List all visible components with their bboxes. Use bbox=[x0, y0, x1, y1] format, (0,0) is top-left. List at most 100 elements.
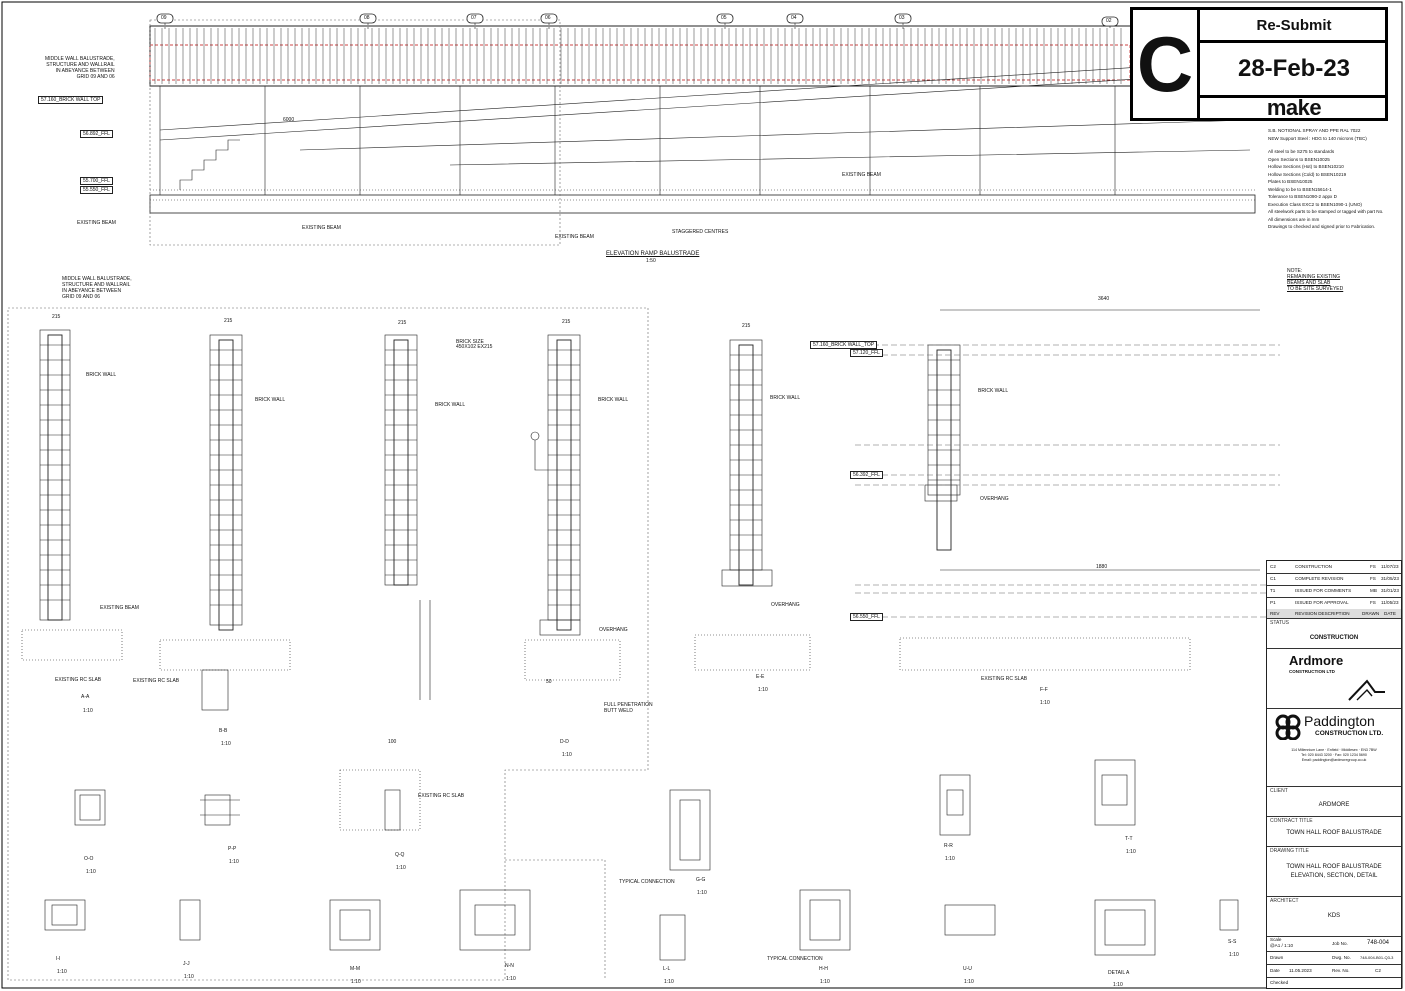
label-existing-beam: EXISTING BEAM bbox=[100, 605, 139, 611]
meta-row: Checked bbox=[1267, 977, 1401, 988]
date-label: Date bbox=[1270, 968, 1280, 973]
note-line: NEW Support Steel : HDG to 140 microns (… bbox=[1268, 135, 1367, 141]
rev-no-label: Rev. No. bbox=[1332, 968, 1350, 973]
label-existing-beam: EXISTING BEAM bbox=[302, 225, 341, 231]
section-title: P-P bbox=[228, 846, 237, 852]
section-scale: 1:10 bbox=[758, 687, 768, 693]
revision-stamp: C Re-Submit 28-Feb-23 make bbox=[1130, 7, 1388, 121]
dim-label: 100 bbox=[388, 739, 397, 745]
section-scale: 1:10 bbox=[83, 708, 93, 714]
stamp-maker: make bbox=[1266, 95, 1322, 120]
scale-label: Scale bbox=[1270, 937, 1282, 942]
section-scale: 1:10 bbox=[229, 859, 239, 865]
grid-ref: 06 bbox=[545, 15, 551, 21]
section-scale: 1:10 bbox=[57, 969, 67, 975]
section-scale: 1:10 bbox=[697, 890, 707, 896]
note-line: Plates to BSEN10025 bbox=[1268, 179, 1313, 184]
section-title: L-L bbox=[663, 966, 671, 972]
rev-code: C2 bbox=[1270, 564, 1276, 569]
section-scale: 1:10 bbox=[351, 979, 361, 985]
section-title: R-R bbox=[944, 843, 953, 849]
client-logo: Ardmore bbox=[1289, 653, 1344, 668]
rev-date: 31/05/23 bbox=[1381, 576, 1399, 581]
section-scale: 1:10 bbox=[1229, 952, 1239, 958]
label-overhang: OVERHANG bbox=[771, 602, 800, 608]
note-line: Hollow Sections (Hot) to BSEN10210 bbox=[1268, 164, 1344, 169]
note-line: Execution Class EXC2 to BSEN1090-1 (UNO) bbox=[1268, 201, 1362, 207]
drawn-label: Drawn bbox=[1270, 955, 1284, 960]
note-line: Open Sections to BSEN10025 bbox=[1268, 156, 1330, 162]
detail-a bbox=[1094, 899, 1156, 956]
label-overhang: OVERHANG bbox=[599, 627, 628, 633]
client-label: CLIENT bbox=[1270, 788, 1288, 794]
section-d-d bbox=[524, 334, 621, 681]
meta-row: Drawn Dwg. No. 748-004-B01-Q3-3 bbox=[1267, 951, 1401, 965]
dim-label: 50 bbox=[546, 679, 552, 685]
rev-date: 11/07/23 bbox=[1381, 564, 1399, 569]
note-middle-wall: MIDDLE WALL BALUSTRADE, STRUCTURE AND WA… bbox=[62, 276, 132, 300]
note-line: All steelwork parts to be stamped or tag… bbox=[1268, 209, 1384, 214]
note-line: Drawings to checked and signed prior to … bbox=[1268, 224, 1376, 229]
client-logo-row: Ardmore CONSTRUCTION LTD bbox=[1267, 648, 1401, 709]
note-line: Tolerance to BSEN1090-2 appx D bbox=[1268, 194, 1337, 199]
dim-label: 215 bbox=[398, 320, 407, 326]
section-title: T-T bbox=[1125, 836, 1133, 842]
section-title: DETAIL A bbox=[1108, 970, 1130, 976]
architect-label: ARCHITECT bbox=[1270, 898, 1299, 904]
section-a-a bbox=[21, 329, 123, 661]
architect-value: KDS bbox=[1327, 913, 1341, 919]
level-tag: 56.392_FFL bbox=[850, 471, 883, 479]
section-b-b bbox=[159, 334, 291, 711]
rev-code: C1 bbox=[1270, 576, 1276, 581]
dim-label: 215 bbox=[224, 318, 233, 324]
detail-p-p bbox=[200, 794, 240, 826]
checked-label: Checked bbox=[1270, 980, 1289, 985]
contract-row: CONTRACT TITLE TOWN HALL ROOF BALUSTRADE bbox=[1267, 816, 1401, 847]
stamp-letter: C bbox=[1133, 10, 1200, 118]
section-c-c bbox=[384, 334, 431, 700]
note-line: Welding to be to BSEN15614-1 bbox=[1268, 186, 1332, 192]
section-scale: 1:10 bbox=[945, 856, 955, 862]
dwg-value: 748-004-B01-Q3-3 bbox=[1360, 955, 1394, 960]
detail-n-n bbox=[459, 889, 531, 951]
note-line: BEAMS AND SLAB bbox=[1287, 280, 1331, 286]
section-scale: 1:10 bbox=[820, 979, 830, 985]
revision-row: C2 CONSTRUCTION FS 11/07/23 bbox=[1267, 561, 1401, 574]
detail-m-m bbox=[329, 899, 381, 951]
contractor-address: 114 Millennium Lane · Enfield · Middlese… bbox=[1291, 748, 1377, 762]
note-line: Hollow Sections (Cold) to BSEN10219 bbox=[1268, 171, 1347, 177]
section-scale: 1:10 bbox=[1126, 849, 1136, 855]
detail-l-l bbox=[659, 914, 686, 961]
rev-header: DRAWN bbox=[1362, 611, 1380, 616]
note-line: S.B. NOTIONAL SPRAY AND PPE RAL 7022 bbox=[1268, 128, 1361, 133]
label-brick-wall: BRICK WALL bbox=[255, 397, 286, 403]
level-tag: 56.550_FFL bbox=[850, 613, 883, 621]
section-title: D-D bbox=[560, 739, 569, 745]
elevation-ramp-balustrade bbox=[149, 13, 1256, 246]
stamp-status: Re-Submit bbox=[1200, 10, 1388, 43]
label-brick-wall: BRICK WALL bbox=[435, 402, 466, 408]
rev-no-value: C2 bbox=[1375, 968, 1381, 973]
grid-ref: 02 bbox=[1106, 18, 1112, 24]
rev-header: DATE bbox=[1384, 611, 1396, 616]
section-title: Q-Q bbox=[395, 852, 405, 858]
rev-header: REVISION DESCRIPTION bbox=[1295, 611, 1350, 616]
section-title: O-O bbox=[84, 856, 94, 862]
label-rc-slab: EXISTING RC SLAB bbox=[418, 793, 465, 799]
section-title: J-J bbox=[183, 961, 190, 967]
job-value: 748-004 bbox=[1367, 940, 1390, 946]
detail-r-r bbox=[939, 774, 971, 836]
section-title: S-S bbox=[1228, 939, 1237, 945]
section-title: U-U bbox=[963, 966, 972, 972]
section-title: F-F bbox=[1040, 687, 1048, 693]
rev-desc: ISSUED FOR APPROVAL bbox=[1295, 600, 1349, 605]
rev-by: FS bbox=[1370, 576, 1376, 581]
meta-row: Scale @A1 / 1:10 Job No. 748-004 bbox=[1267, 936, 1401, 952]
section-title: B-B bbox=[219, 728, 228, 734]
label-existing-beam: EXISTING BEAM bbox=[842, 172, 881, 178]
detail-u-u bbox=[944, 904, 996, 936]
note-line: All steel to be S275 to standards bbox=[1268, 149, 1335, 154]
level-tag: 57.160_BRICK WALL_TOP bbox=[810, 341, 878, 349]
grid-ref: 09 bbox=[161, 15, 167, 21]
label-staggered: STAGGERED CENTRES bbox=[672, 229, 729, 235]
